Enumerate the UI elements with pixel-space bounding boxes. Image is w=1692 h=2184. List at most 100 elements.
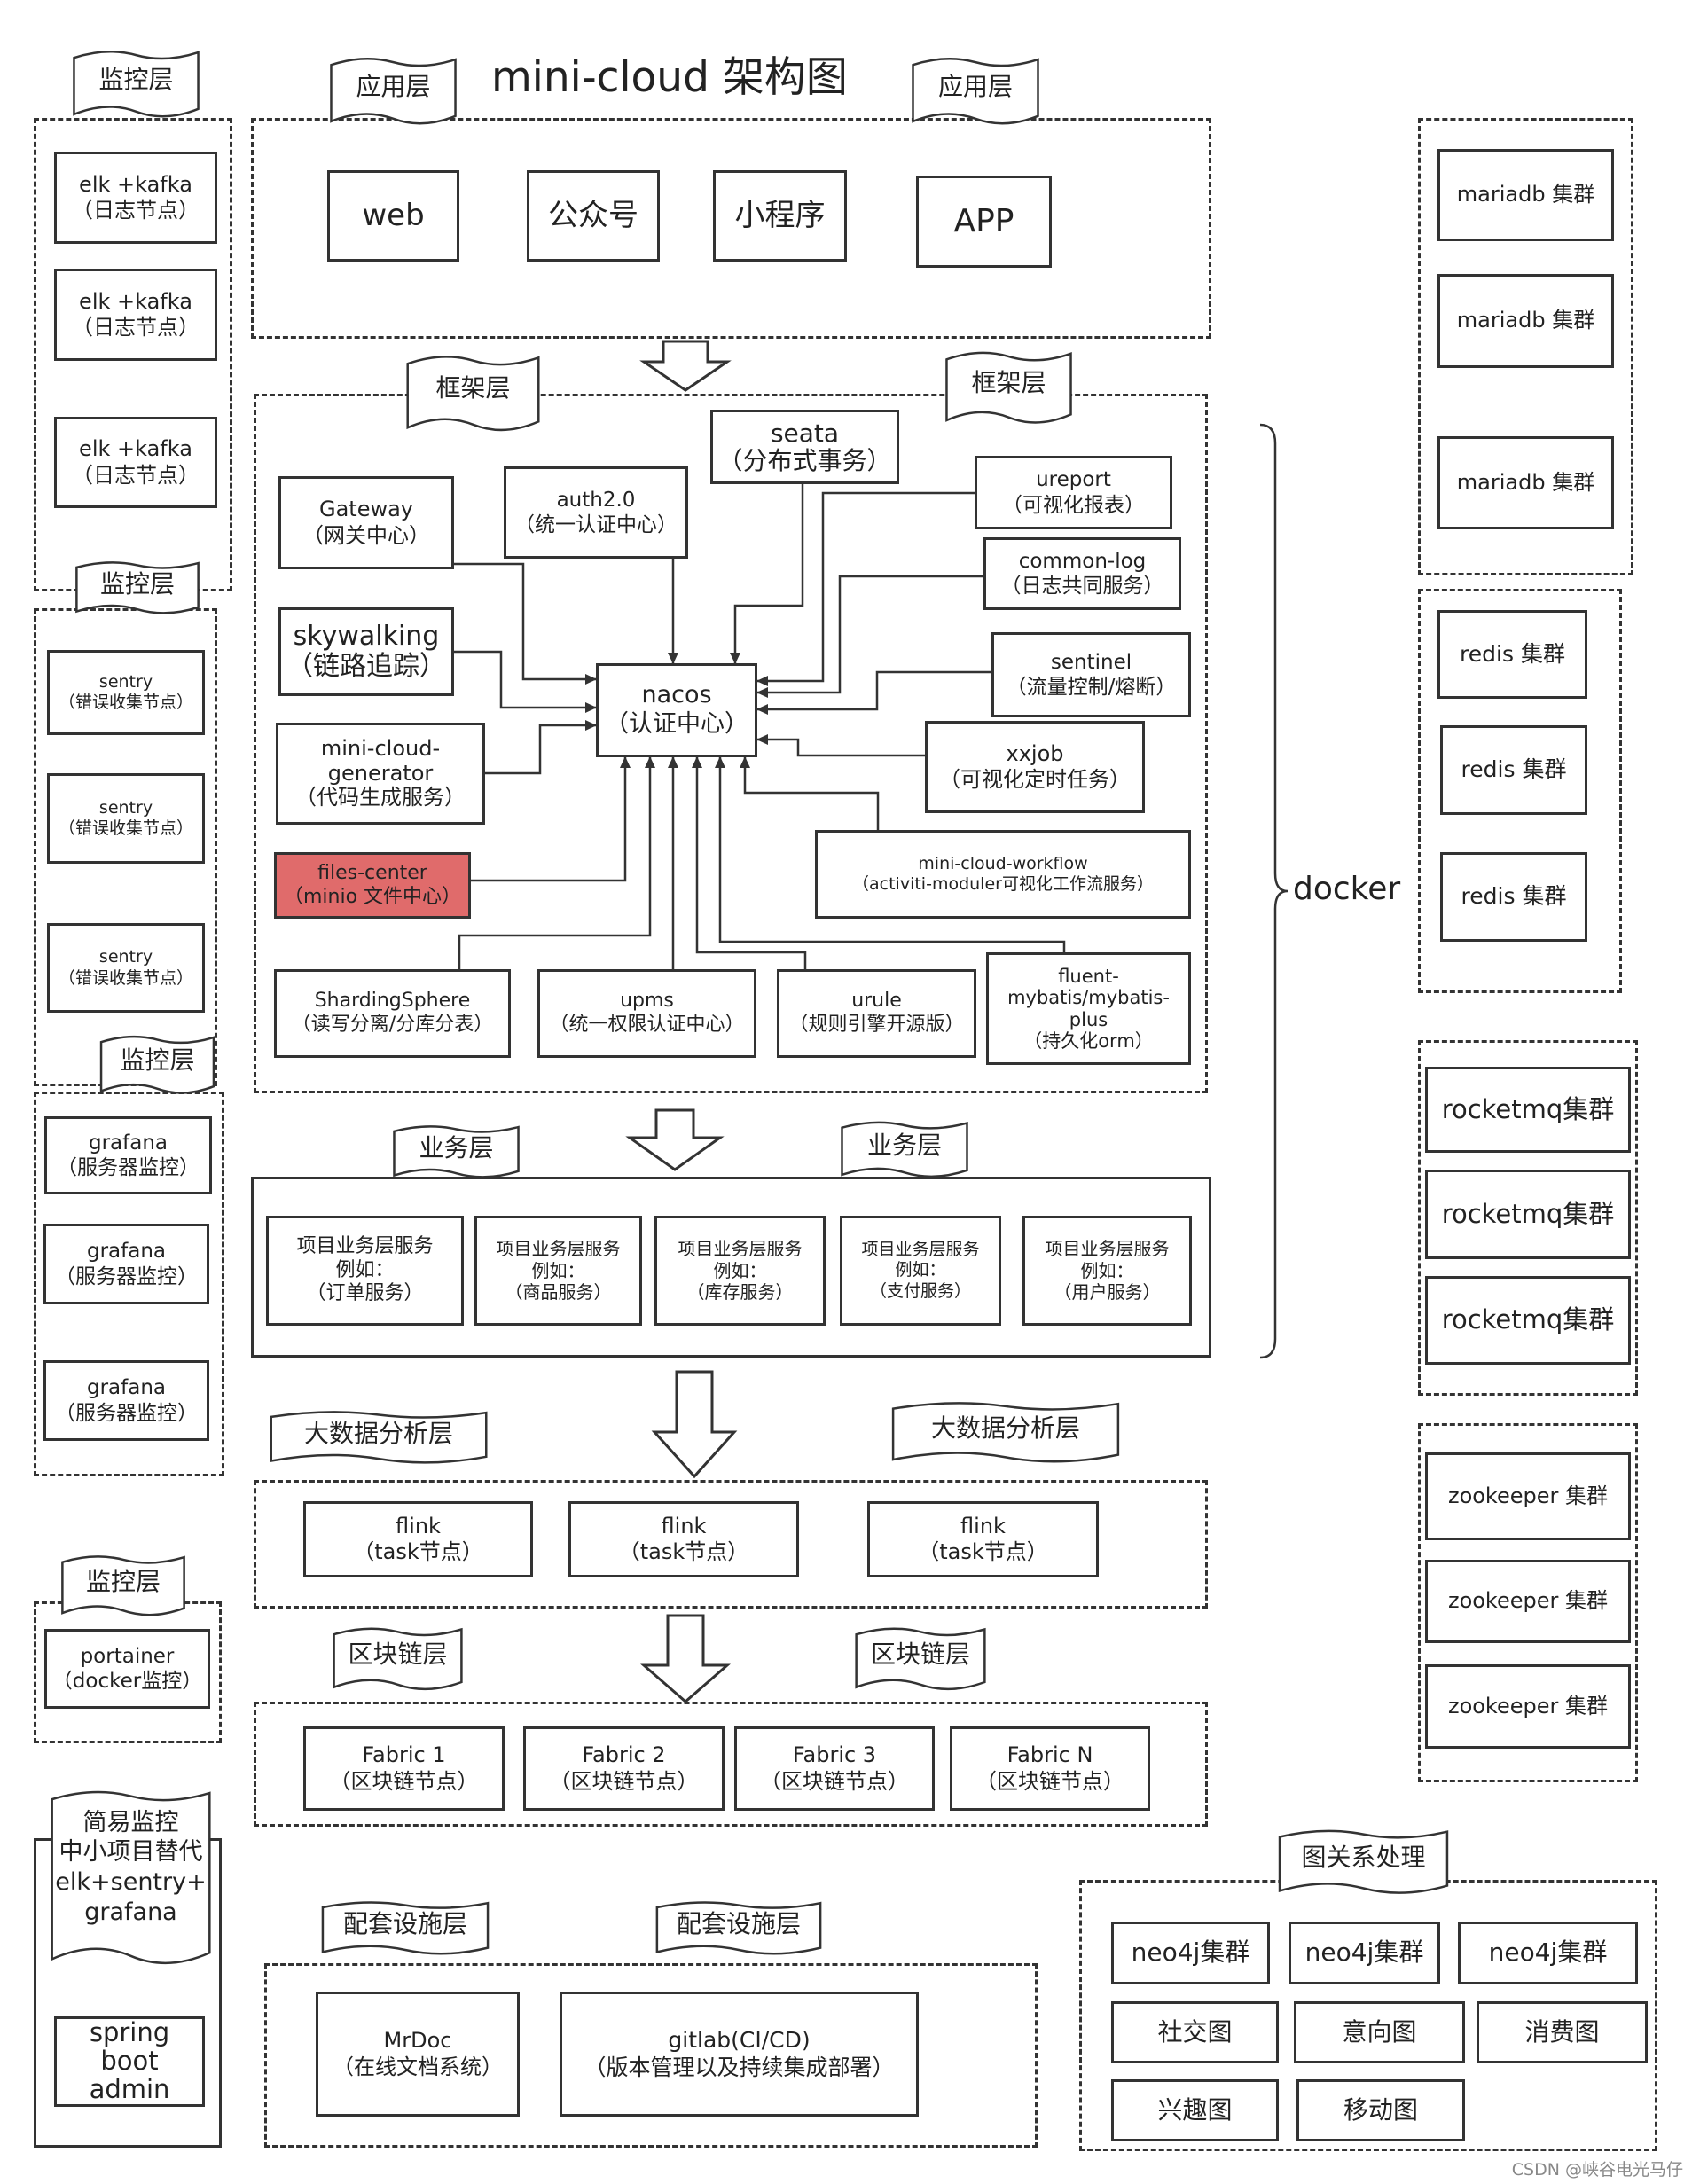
- framework-banner-label: 框架层: [435, 372, 511, 403]
- connector-commonlog-nacos: [756, 575, 983, 698]
- zookeeper-cluster-1: zookeeper 集群: [1425, 1452, 1631, 1540]
- fabric-node-1: Fabric 1 （区块链节点）: [303, 1726, 505, 1811]
- mariadb-cluster-3: mariadb 集群: [1437, 436, 1614, 529]
- grafana-node-2: grafana （服务器监控）: [43, 1224, 209, 1304]
- business-banner-label: 业务层: [419, 1133, 494, 1163]
- connector-skywalking-nacos: [454, 650, 597, 713]
- files-center-service: files-center （minio 文件中心）: [274, 852, 471, 919]
- flink-node-1: flink （task节点）: [303, 1501, 533, 1577]
- watermark-credit: CSDN @峡谷电光马仔: [1511, 2160, 1683, 2180]
- neo4j-cluster-1: neo4j集群: [1111, 1922, 1270, 1984]
- redis-cluster-1: redis 集群: [1437, 610, 1587, 699]
- connector-workflow-nacos: [740, 756, 880, 830]
- flow-arrow-bigdata-to-blockchain: [639, 1614, 732, 1703]
- flink-node-3: flink （task节点）: [867, 1501, 1099, 1577]
- spring-boot-admin: spring boot admin: [54, 2016, 205, 2107]
- blockchain-layer: [254, 1702, 1208, 1827]
- graph-consumption: 消费图: [1477, 2001, 1648, 2063]
- business-banner-right: 业务层: [838, 1116, 971, 1184]
- sentry-node-2: sentry （错误收集节点）: [47, 773, 205, 864]
- business-service-goods: 项目业务层服务 例如： （商品服务）: [474, 1216, 642, 1326]
- support-layer: [264, 1963, 1038, 2148]
- sentinel-service: sentinel （流量控制/熔断）: [991, 632, 1191, 717]
- connector-urule-nacos: [692, 756, 807, 969]
- app-web: web: [327, 170, 459, 262]
- mrdoc-service: MrDoc （在线文档系统）: [316, 1992, 520, 2117]
- connector-ureport-nacos: [756, 491, 975, 686]
- framework-layer: [254, 394, 1208, 1093]
- business-layer: [251, 1177, 1211, 1358]
- redis-cluster-2: redis 集群: [1440, 725, 1587, 815]
- elk-kafka-node-1: elk +kafka （日志节点）: [54, 152, 217, 244]
- monitor-banner-label: 监控层: [85, 1566, 161, 1596]
- business-service-payment: 项目业务层服务 例如： （支付服务）: [840, 1216, 1001, 1326]
- support-banner-left: 配套设施层: [317, 1897, 493, 1961]
- framework-banner-label: 框架层: [971, 367, 1046, 397]
- business-service-inventory: 项目业务层服务 例如： （库存服务）: [654, 1216, 826, 1326]
- zookeeper-cluster-3: zookeeper 集群: [1425, 1664, 1631, 1749]
- business-service-user: 项目业务层服务 例如： （用户服务）: [1022, 1216, 1192, 1326]
- rocketmq-cluster-2: rocketmq集群: [1425, 1170, 1631, 1259]
- elk-kafka-node-2: elk +kafka （日志节点）: [54, 269, 217, 361]
- upms-service: upms （统一权限认证中心）: [537, 969, 756, 1058]
- graph-mobile: 移动图: [1296, 2079, 1465, 2141]
- redis-cluster-3: redis 集群: [1440, 852, 1587, 942]
- bigdata-layer: [254, 1480, 1208, 1609]
- mariadb-cluster-1: mariadb 集群: [1437, 149, 1614, 241]
- sharding-sphere-service: ShardingSphere （读写分离/分库分表）: [274, 969, 511, 1058]
- framework-banner-right: 框架层: [943, 345, 1075, 432]
- connector-gateway-nacos: [454, 562, 597, 685]
- connector-seata-nacos: [730, 484, 804, 664]
- docker-label: docker: [1293, 871, 1401, 907]
- app-official-account: 公众号: [527, 170, 660, 262]
- connector-generator-nacos: [485, 720, 597, 775]
- workflow-service: mini-cloud-workflow （activiti-moduler可视化…: [815, 830, 1191, 919]
- ureport-service: ureport （可视化报表）: [975, 456, 1172, 529]
- graph-social: 社交图: [1111, 2001, 1279, 2063]
- neo4j-cluster-2: neo4j集群: [1289, 1922, 1440, 1984]
- neo4j-cluster-3: neo4j集群: [1458, 1922, 1638, 1984]
- framework-banner-left: 框架层: [403, 348, 543, 440]
- app-mini-program: 小程序: [713, 170, 847, 262]
- business-service-order: 项目业务层服务 例如： （订单服务）: [266, 1216, 464, 1326]
- zookeeper-group: [1418, 1423, 1638, 1782]
- rocketmq-group: [1418, 1040, 1638, 1396]
- business-banner-left: 业务层: [390, 1121, 522, 1184]
- graph-interest: 兴趣图: [1111, 2079, 1279, 2141]
- connector-files-nacos: [471, 756, 631, 882]
- seata-service: seata （分布式事务）: [710, 410, 899, 484]
- gitlab-service: gitlab(CI/CD) （版本管理以及持续集成部署）: [560, 1992, 919, 2117]
- application-layer: [251, 118, 1211, 339]
- monitor-banner-3: 监控层: [98, 1030, 217, 1100]
- monitor-banner-1: 监控层: [70, 44, 202, 125]
- zookeeper-cluster-2: zookeeper 集群: [1425, 1560, 1631, 1643]
- bigdata-banner-left: 大数据分析层: [264, 1406, 493, 1469]
- business-banner-label: 业务层: [866, 1131, 942, 1161]
- monitor-banner-2: 监控层: [73, 557, 202, 620]
- blockchain-banner-label: 区块链层: [348, 1640, 448, 1670]
- application-banner-right: 应用层: [909, 51, 1042, 132]
- grafana-node-1: grafana （服务器监控）: [44, 1116, 212, 1194]
- simple-monitor-banner: 简易监控 中小项目替代 elk+sentry+ grafana: [47, 1787, 215, 1975]
- connector-sharding-nacos: [458, 756, 655, 969]
- connector-fluent-nacos: [715, 756, 1066, 952]
- application-banner-label: 应用层: [356, 71, 431, 101]
- bigdata-banner-label: 大数据分析层: [930, 1413, 1080, 1443]
- portainer-node: portainer （docker监控）: [44, 1629, 210, 1709]
- support-banner-right: 配套设施层: [652, 1897, 826, 1961]
- common-log-service: common-log （日志共同服务）: [983, 537, 1181, 610]
- urule-service: urule （规则引擎开源版）: [777, 969, 976, 1058]
- sentry-node-1: sentry （错误收集节点）: [47, 650, 205, 735]
- blockchain-banner-label: 区块链层: [870, 1640, 970, 1670]
- monitor-group-grafana: [34, 1092, 224, 1476]
- blockchain-banner-left: 区块链层: [330, 1622, 466, 1697]
- docker-brace: [1259, 423, 1289, 1359]
- graph-banner: 图关系处理: [1274, 1824, 1453, 1901]
- xxjob-service: xxjob （可视化定时任务）: [925, 721, 1145, 813]
- mariadb-group: [1418, 118, 1633, 575]
- monitor-banner-label: 监控层: [98, 64, 174, 94]
- redis-group: [1418, 589, 1622, 993]
- flow-arrow-framework-to-business: [625, 1108, 725, 1171]
